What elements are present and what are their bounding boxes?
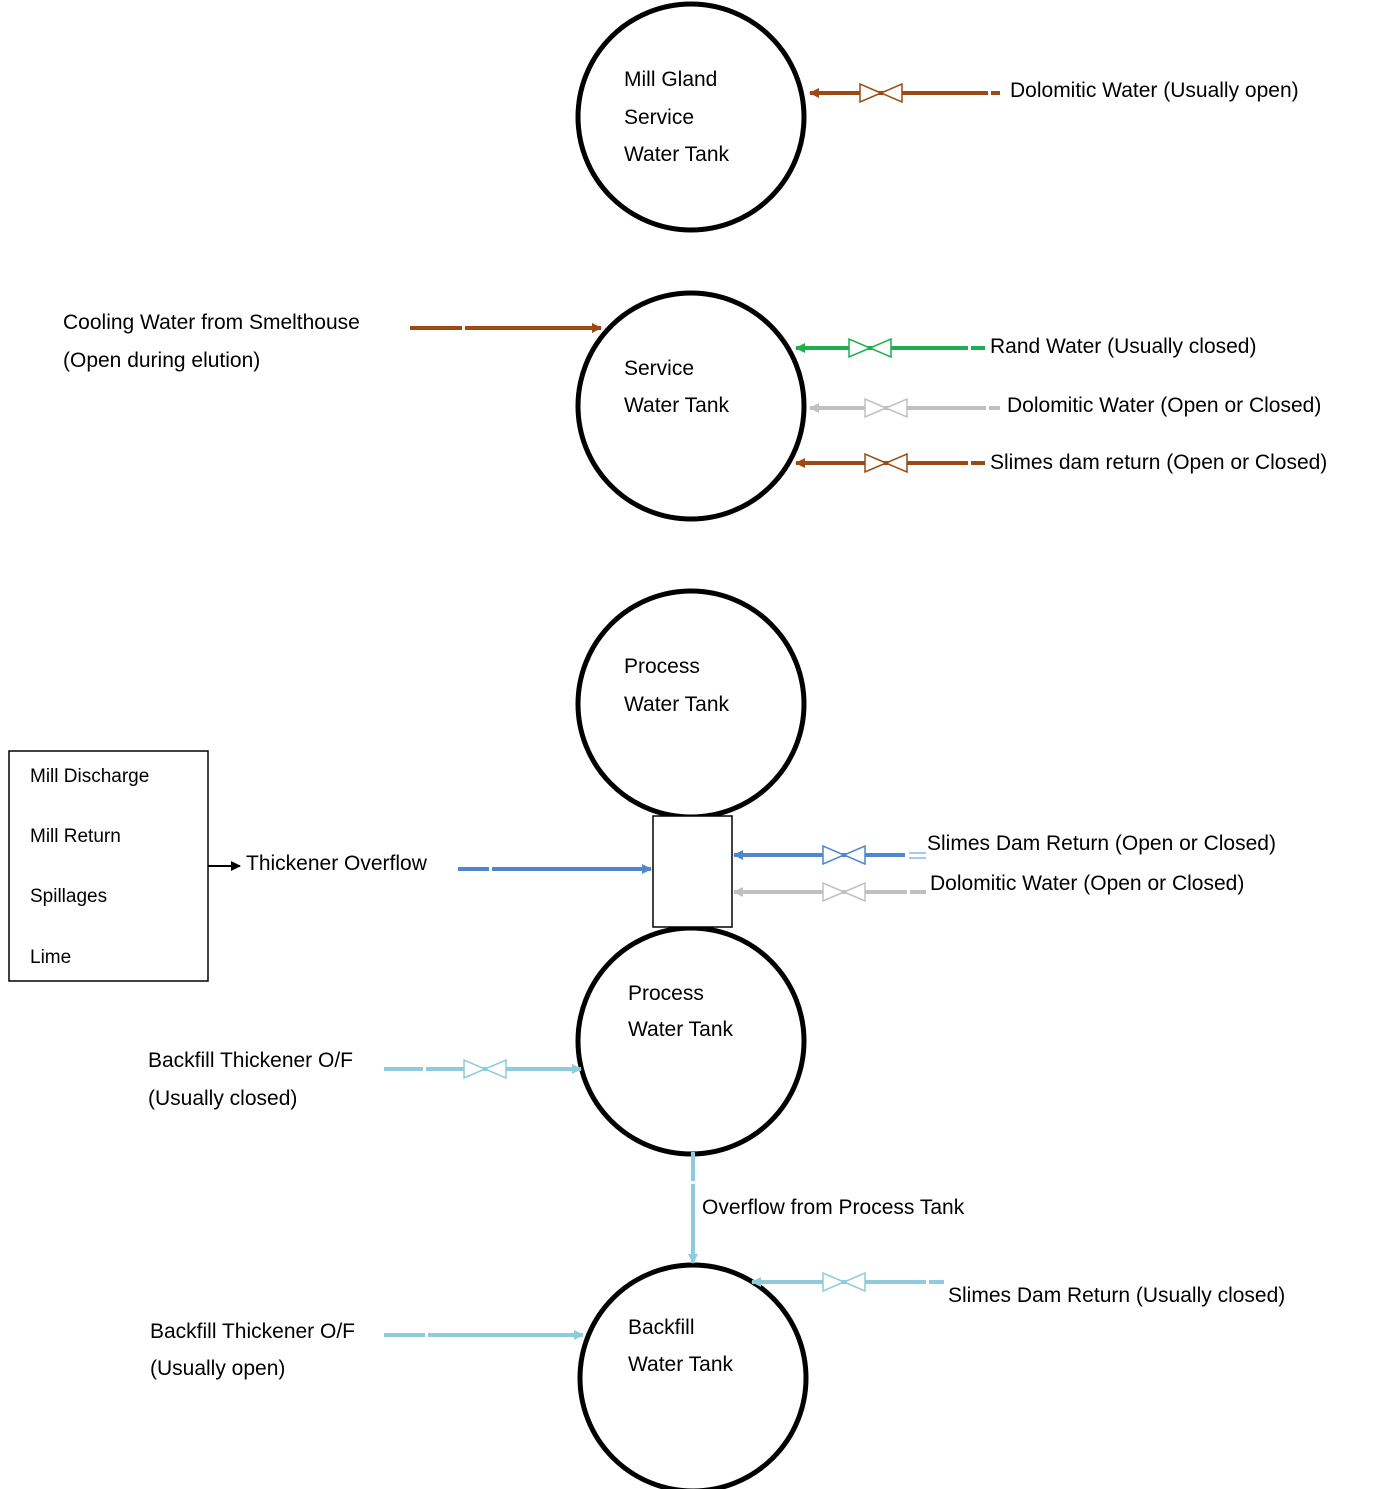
stream-label: Slimes Dam Return (Usually closed)	[948, 1284, 1286, 1307]
valve-icon	[864, 452, 908, 474]
tank-label-line: Service	[624, 357, 695, 380]
valve-icon	[864, 397, 908, 419]
stream-label: Backfill Thickener O/F	[148, 1049, 354, 1072]
tank-label-line: Water Tank	[624, 143, 730, 166]
tank-label-line: Water Tank	[628, 1018, 734, 1041]
valve-icon	[822, 881, 866, 903]
box-item: Lime	[30, 947, 72, 968]
valve-icon	[463, 1058, 507, 1080]
valve-icon	[848, 337, 892, 359]
stream-label: Slimes dam return (Open or Closed)	[990, 451, 1328, 474]
stream-label: (Open during elution)	[63, 349, 261, 372]
dolomitic-water-stream-process	[733, 881, 926, 903]
tank-label-line: Water Tank	[624, 693, 730, 716]
service-water-tank	[575, 290, 807, 522]
stream-label: (Usually closed)	[148, 1087, 298, 1110]
stream-label: (Usually open)	[150, 1357, 286, 1380]
stream-label: Backfill Thickener O/F	[150, 1320, 356, 1343]
stream-label: Dolomitic Water (Usually open)	[1010, 79, 1299, 102]
stream-label: Dolomitic Water (Open or Closed)	[930, 872, 1245, 895]
dolomitic-water-stream-service	[809, 397, 1000, 419]
slimes-dam-return-stream-backfill	[751, 1271, 944, 1293]
tank-label-line: Process	[628, 982, 704, 1005]
tank-label-line: Backfill	[628, 1316, 695, 1339]
box-item: Mill Return	[30, 826, 121, 847]
tank-label-line: Service	[624, 106, 695, 129]
mixing-box	[652, 815, 733, 928]
tank-label-line: Mill Gland	[624, 68, 718, 91]
backfill-water-tank	[577, 1262, 809, 1489]
tank-label-line: Water Tank	[628, 1353, 734, 1376]
tank-label-line: Water Tank	[624, 394, 730, 417]
box-item: Mill Discharge	[30, 766, 150, 787]
stream-label: Rand Water (Usually closed)	[990, 335, 1257, 358]
valve-icon	[859, 82, 903, 104]
dolomitic-water-stream-mill-gland	[809, 82, 1000, 104]
stream-label: Dolomitic Water (Open or Closed)	[1007, 394, 1322, 417]
tank-label-line: Process	[624, 655, 700, 678]
stream-label: Overflow from Process Tank	[702, 1196, 965, 1219]
backfill-thickener-stream-closed	[384, 1058, 582, 1080]
stream-label: Thickener Overflow	[246, 852, 427, 875]
slimes-dam-return-stream-service	[795, 452, 985, 474]
rand-water-stream	[795, 337, 985, 359]
mill-gland-service-water-tank	[575, 1, 807, 233]
valve-icon	[822, 844, 866, 866]
stream-label: Slimes Dam Return (Open or Closed)	[927, 832, 1276, 855]
source-box	[8, 750, 209, 982]
slimes-dam-return-stream-process	[733, 844, 926, 866]
box-item: Spillages	[30, 886, 108, 907]
stream-label: Cooling Water from Smelthouse	[63, 311, 360, 334]
valve-icon	[822, 1271, 866, 1293]
